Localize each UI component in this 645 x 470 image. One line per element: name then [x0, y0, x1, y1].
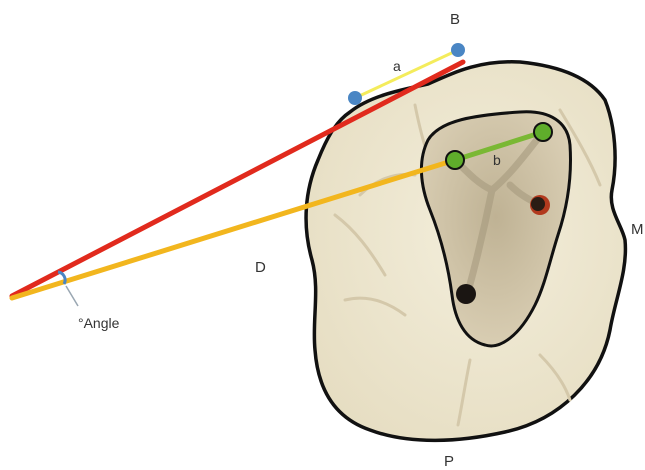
- label-segment-a: a: [393, 58, 401, 74]
- point-b-start: [446, 151, 464, 169]
- point-a-end: [451, 43, 465, 57]
- canal-orifice-distal: [456, 284, 476, 304]
- label-b-top: B: [450, 11, 460, 28]
- angle-pointer: [66, 286, 78, 306]
- label-angle: °Angle: [78, 315, 120, 331]
- label-m-right: M: [631, 221, 644, 238]
- point-b-end: [534, 123, 552, 141]
- point-a-start: [348, 91, 362, 105]
- label-p-bottom: P: [444, 453, 454, 470]
- label-d-left: D: [255, 259, 266, 276]
- label-segment-b: b: [493, 152, 501, 168]
